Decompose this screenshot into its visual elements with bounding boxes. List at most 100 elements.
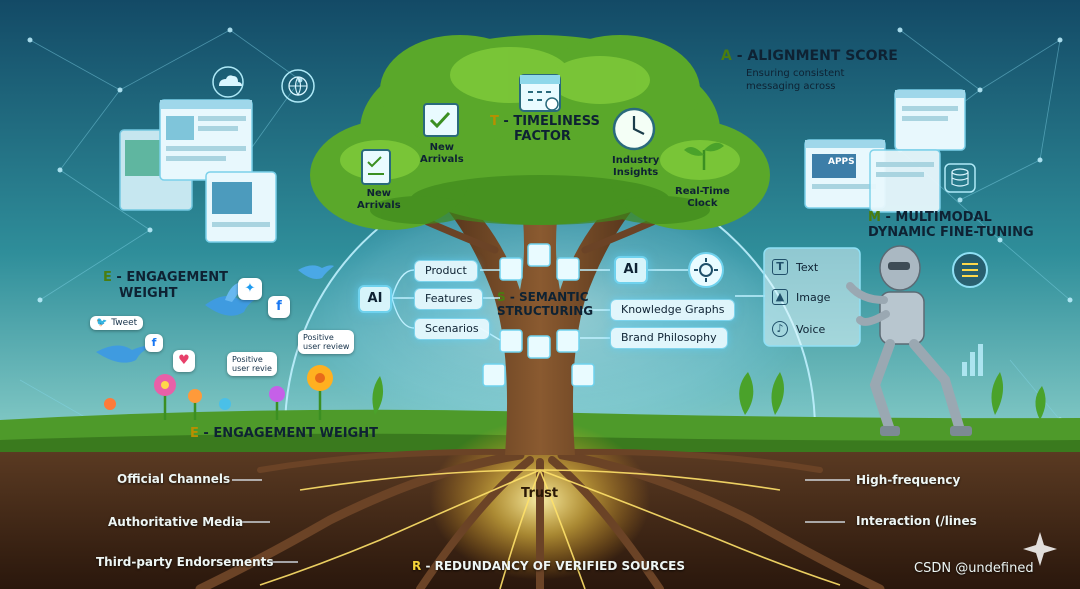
real-time-clock-line1: Real-Time [675, 186, 730, 197]
semantic-item-brand-philosophy: Brand Philosophy [610, 327, 728, 349]
facebook-bubble-icon: f [268, 296, 290, 318]
cloud-icon [212, 66, 244, 98]
timeliness-title-line1: - TIMELINESS [503, 114, 600, 129]
new-arrivals-upper-line1: New [429, 142, 455, 153]
engagement-top-line1: - ENGAGEMENT [116, 270, 228, 285]
root-label-official-channels: Official Channels [117, 472, 231, 486]
semantic-key-letter: S [497, 290, 506, 304]
multimodal-item-text: T Text [772, 256, 818, 278]
microphone-icon: ♪ [772, 321, 788, 337]
ai-chip-left: AI [358, 285, 392, 313]
bird-icon-small [298, 265, 334, 279]
sprout-icon [684, 142, 724, 170]
multimodal-item-text-label: Text [796, 260, 819, 274]
alignment-desc-line2: messaging across [746, 81, 836, 92]
multimodal-item-voice-label: Voice [796, 322, 826, 336]
web-windows-left [119, 99, 277, 243]
tree-trunk [430, 190, 650, 455]
root-label-arrows [232, 479, 850, 563]
twitter-bird-icon: 🐦 [96, 318, 108, 328]
tweet-label: Tweet [111, 318, 138, 328]
alignment-key-letter: A [721, 48, 732, 64]
sparkle-icon [1023, 532, 1057, 566]
globe-icon [281, 69, 315, 103]
review-b-line1: Positive [303, 333, 334, 342]
root-label-interaction: Interaction (/lines [856, 514, 977, 528]
robot-figure [846, 245, 972, 436]
alignment-score-title: A - ALIGNMENT SCORE [721, 48, 898, 64]
new-arrivals-lower-line2: Arrivals [357, 200, 401, 211]
new-arrivals-lower-line1: New [366, 188, 392, 199]
real-time-clock-label: Real-Time Clock [675, 186, 730, 210]
checkmark-board-icon [423, 103, 459, 137]
redundancy-title-text: - REDUNDANCY OF VERIFIED SOURCES [425, 559, 685, 573]
multimodal-title: M - MULTIMODAL DYNAMIC FINE-TUNING [868, 210, 1034, 240]
engagement-bottom-title-text: - ENGAGEMENT WEIGHT [203, 426, 378, 441]
timeliness-factor-title: T - TIMELINESS FACTOR [490, 114, 600, 144]
multimodal-item-image: ▲ Image [772, 286, 830, 308]
redundancy-title: R - REDUNDANCY OF VERIFIED SOURCES [412, 559, 685, 573]
text-icon: T [772, 259, 788, 275]
root-label-authoritative-media: Authoritative Media [108, 515, 244, 529]
semantic-item-product: Product [414, 260, 478, 282]
clipboard-check-icon [361, 149, 391, 185]
review-a-line1: Positive [232, 355, 263, 364]
multimodal-title-line2: DYNAMIC FINE-TUNING [868, 225, 1034, 240]
positive-review-badge-a: Positive user revie [227, 352, 277, 376]
new-arrivals-upper-label: New Arrivals [420, 142, 464, 166]
root-label-high-frequency: High-frequency [856, 473, 961, 487]
semantic-item-scenarios: Scenarios [414, 318, 490, 340]
facebook-small-icon: f [145, 334, 163, 352]
industry-insights-label: Industry Insights [612, 155, 659, 179]
semantic-item-features: Features [414, 288, 484, 310]
engagement-weight-title-top: E - ENGAGEMENT WEIGHT [103, 270, 228, 302]
glowing-root-lines [259, 469, 841, 589]
multimodal-item-voice: ♪ Voice [772, 318, 825, 340]
semantic-item-knowledge-graphs: Knowledge Graphs [610, 299, 736, 321]
semantic-title-line1: - SEMANTIC [509, 290, 589, 304]
new-arrivals-upper-line2: Arrivals [420, 154, 464, 165]
twitter-bubble-icon: ✦ [238, 278, 262, 300]
sprouts [372, 372, 1046, 420]
watermark-text: CSDN @undefined [914, 561, 1034, 576]
apps-panel-label: APPS [828, 157, 855, 167]
trust-center-label: Trust [521, 486, 559, 501]
heart-bubble-icon: ♥ [173, 350, 195, 372]
ai-chip-right: AI [614, 256, 648, 284]
image-icon: ▲ [772, 289, 788, 305]
multimodal-title-line1: - MULTIMODAL [885, 210, 992, 225]
database-icon [944, 163, 976, 193]
calendar-icon [519, 74, 561, 112]
web-windows-right [804, 89, 966, 213]
engagement-bottom-key-letter: E [190, 426, 199, 441]
review-a-line2: user revie [232, 364, 272, 373]
multimodal-panel-items: T Text ▲ Image ♪ Voice [764, 248, 860, 346]
positive-review-badge-b: Positive user review [298, 330, 355, 354]
timeliness-title-line2: FACTOR [514, 129, 571, 144]
timeliness-key-letter: T [490, 114, 499, 129]
industry-insights-line2: Insights [613, 167, 659, 178]
tweet-badge: 🐦 Tweet [90, 316, 144, 330]
review-b-line2: user review [303, 342, 350, 351]
trunk-blocks [482, 243, 595, 387]
clock-icon [612, 107, 656, 151]
engagement-weight-title-bottom: E - ENGAGEMENT WEIGHT [190, 426, 378, 441]
root-label-third-party-endorsements: Third-party Endorsements [96, 555, 274, 569]
mini-chart-icon [962, 344, 983, 376]
engagement-top-line2: WEIGHT [119, 286, 178, 301]
settings-dial-icon [952, 252, 988, 288]
gear-icon [688, 252, 724, 288]
alignment-desc-line1: Ensuring consistent [746, 68, 845, 79]
alignment-description: Ensuring consistent messaging across [746, 67, 844, 93]
canopy-shadows [370, 175, 710, 225]
industry-insights-line1: Industry [612, 155, 660, 166]
real-time-clock-line2: Clock [687, 198, 718, 209]
redundancy-key-letter: R [412, 559, 422, 573]
multimodal-item-image-label: Image [796, 290, 831, 304]
semantic-title-line2: STRUCTURING [497, 304, 594, 318]
bird-icon-lower [96, 345, 150, 363]
flowers [104, 365, 333, 420]
semantic-structuring-title: S - SEMANTIC STRUCTURING [497, 290, 593, 318]
